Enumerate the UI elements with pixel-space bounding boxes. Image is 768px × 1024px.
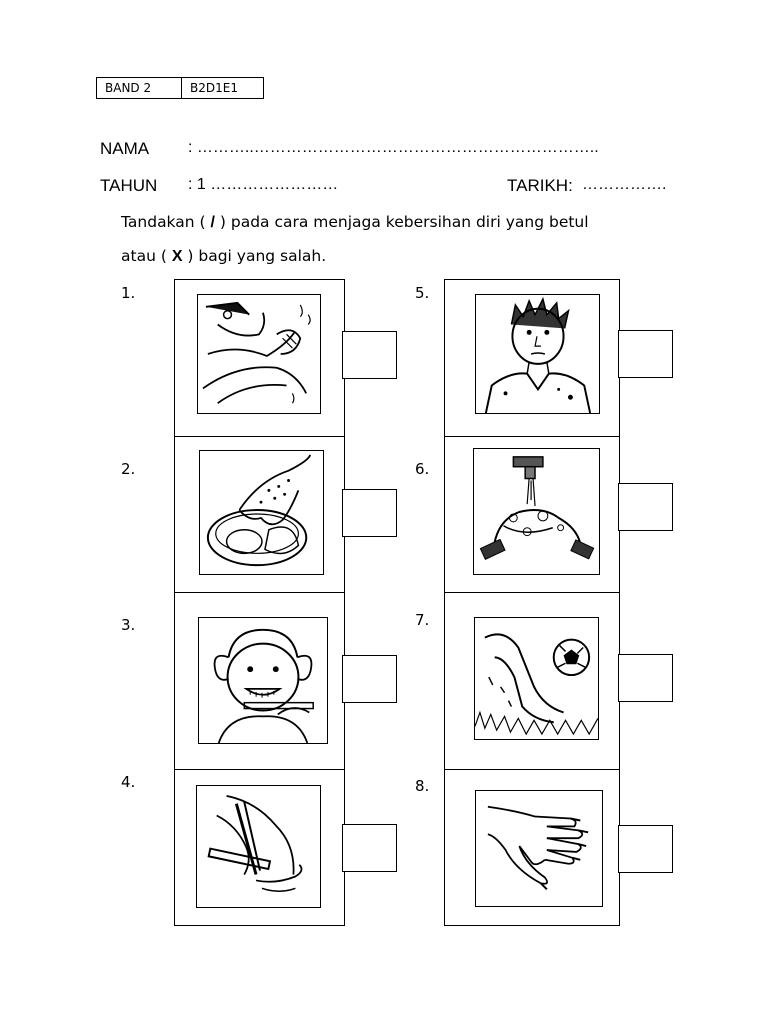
instruction-line-2: atau ( X ) bagi yang salah. (121, 247, 326, 266)
item-number-3: 3. (121, 616, 136, 634)
picture-7 (474, 617, 599, 740)
picture-2 (199, 450, 324, 575)
item-number-6: 6. (415, 460, 430, 478)
dirty-hand-food-icon (206, 454, 312, 567)
instruction-text: atau ( (121, 247, 172, 265)
instruction-line-1: Tandakan ( / ) pada cara menjaga kebersi… (121, 213, 589, 232)
instruction-text: ) pada cara menjaga kebersihan diri yang… (214, 213, 589, 231)
instruction-text: Tandakan ( (121, 213, 211, 231)
tahun-field[interactable]: : 1 …………………… (188, 176, 339, 193)
answer-box-7[interactable] (618, 654, 673, 702)
picture-1 (197, 294, 321, 414)
answer-box-8[interactable] (618, 825, 673, 873)
item-number-2: 2. (121, 460, 136, 478)
messy-boy-icon (484, 296, 592, 413)
item-number-8: 8. (415, 777, 430, 795)
nail-clipping-icon (207, 794, 303, 892)
tahun-label: TAHUN (100, 176, 158, 195)
answer-box-4[interactable] (342, 824, 397, 872)
answer-box-1[interactable] (342, 331, 397, 379)
band-table: BAND 2 B2D1E1 (96, 77, 264, 99)
football-dirty-legs-icon (475, 633, 598, 736)
cross-symbol: X (171, 248, 183, 265)
instruction-text: ) bagi yang salah. (182, 247, 327, 265)
item-number-1: 1. (121, 284, 136, 302)
item-number-5: 5. (415, 284, 430, 302)
long-nails-hand-icon (487, 805, 589, 890)
girl-brushing-teeth-icon (213, 628, 314, 743)
answer-box-2[interactable] (342, 489, 397, 537)
tarikh-label: TARIKH: (507, 176, 573, 195)
item-number-7: 7. (415, 611, 430, 629)
picture-3 (198, 617, 328, 744)
nama-label: NAMA (100, 139, 150, 158)
face-washing-icon (202, 301, 311, 404)
item-number-4: 4. (121, 773, 136, 791)
answer-box-6[interactable] (618, 483, 673, 531)
picture-4 (196, 785, 321, 908)
band-code: B2D1E1 (181, 77, 264, 99)
picture-6 (473, 448, 600, 575)
band-level: BAND 2 (96, 77, 182, 99)
nama-field[interactable]: : ………..……………………………………………………….. (188, 139, 599, 156)
hand-washing-icon (479, 456, 595, 560)
answer-box-5[interactable] (618, 330, 673, 378)
answer-box-3[interactable] (342, 655, 397, 703)
picture-5 (475, 294, 600, 414)
tarikh-field[interactable]: ……………. (582, 176, 667, 193)
picture-8 (475, 790, 603, 907)
tick-symbol: / (210, 214, 215, 231)
